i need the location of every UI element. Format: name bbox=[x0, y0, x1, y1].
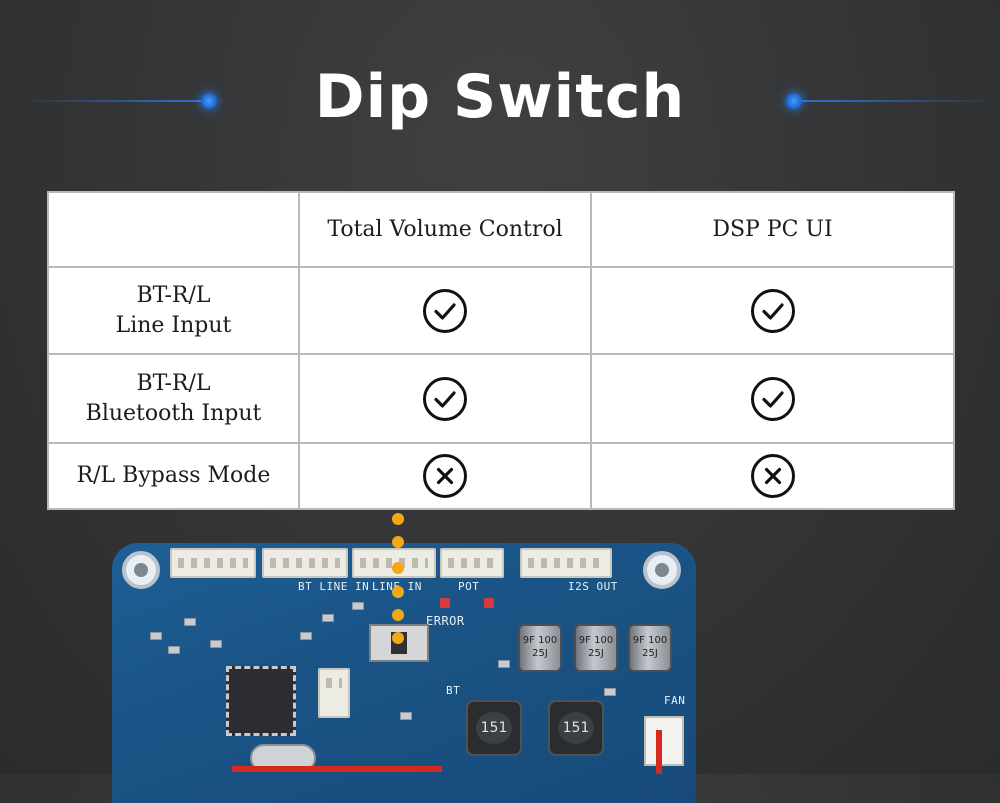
red-wire bbox=[232, 766, 442, 772]
inductor: 151 bbox=[466, 700, 522, 756]
dip-switch-table: Total Volume Control DSP PC UI BT-R/L Li… bbox=[47, 191, 955, 510]
row-label: BT-R/L Line Input bbox=[47, 266, 300, 355]
silk-pot: POT bbox=[458, 580, 480, 593]
smd-component bbox=[322, 614, 334, 622]
page-title: Dip Switch bbox=[314, 62, 686, 132]
check-icon bbox=[423, 288, 467, 333]
led-red bbox=[484, 598, 494, 608]
decorative-dot-right bbox=[786, 93, 802, 109]
table-header-dsp-pc-ui: DSP PC UI bbox=[590, 191, 955, 268]
table-row: BT-R/L Line Input bbox=[47, 266, 955, 355]
connector bbox=[318, 668, 350, 718]
capacitor: 9F 100 25J bbox=[628, 624, 672, 672]
silk-bt: BT bbox=[446, 684, 461, 697]
dsp-chip bbox=[226, 666, 296, 736]
table-cell bbox=[590, 266, 955, 355]
smd-component bbox=[352, 602, 364, 610]
pointer-dot bbox=[392, 586, 404, 598]
cross-icon bbox=[423, 454, 467, 498]
silk-fan: FAN bbox=[664, 694, 686, 707]
pointer-dot bbox=[392, 609, 404, 621]
smd-component bbox=[184, 618, 196, 626]
smd-component bbox=[604, 688, 616, 696]
smd-component bbox=[168, 646, 180, 654]
table-header-row: Total Volume Control DSP PC UI bbox=[47, 191, 955, 268]
table-header-empty bbox=[47, 191, 300, 268]
cross-icon bbox=[750, 454, 795, 498]
decorative-line-left bbox=[20, 100, 210, 102]
table-row: R/L Bypass Mode bbox=[47, 442, 955, 510]
pcb-board-image bbox=[112, 543, 696, 803]
connector bbox=[440, 548, 504, 578]
led-red bbox=[440, 598, 450, 608]
smd-component bbox=[498, 660, 510, 668]
smd-component bbox=[210, 640, 222, 648]
row-label: R/L Bypass Mode bbox=[47, 442, 300, 510]
fan-connector bbox=[644, 716, 684, 766]
capacitor: 9F 100 25J bbox=[574, 624, 618, 672]
table-cell bbox=[298, 266, 592, 355]
check-icon bbox=[423, 376, 467, 421]
table-cell bbox=[590, 442, 955, 510]
silk-bt-line-in: BT LINE IN bbox=[298, 580, 370, 593]
connector bbox=[520, 548, 612, 578]
check-icon bbox=[750, 376, 795, 421]
mounting-hole-right bbox=[643, 551, 681, 589]
pointer-dot bbox=[392, 513, 404, 525]
silk-error: ERROR bbox=[426, 614, 465, 628]
silk-i2s-out: I2S OUT bbox=[568, 580, 618, 593]
mounting-hole-left bbox=[122, 551, 160, 589]
pointer-dot bbox=[392, 536, 404, 548]
inductor-label: 151 bbox=[558, 712, 594, 744]
smd-component bbox=[300, 632, 312, 640]
row-label: BT-R/L Bluetooth Input bbox=[47, 353, 300, 444]
check-icon bbox=[750, 288, 795, 333]
table-header-total-volume-control: Total Volume Control bbox=[298, 191, 592, 268]
decorative-dot-left bbox=[201, 93, 217, 109]
connector bbox=[262, 548, 348, 578]
pointer-dot bbox=[392, 562, 404, 574]
pointer-dot bbox=[392, 632, 404, 644]
table-row: BT-R/L Bluetooth Input bbox=[47, 353, 955, 444]
inductor-label: 151 bbox=[476, 712, 512, 744]
inductor: 151 bbox=[548, 700, 604, 756]
table-cell bbox=[590, 353, 955, 444]
capacitor: 9F 100 25J bbox=[518, 624, 562, 672]
connector bbox=[170, 548, 256, 578]
smd-component bbox=[400, 712, 412, 720]
smd-component bbox=[150, 632, 162, 640]
decorative-line-right bbox=[793, 100, 1000, 102]
table-cell bbox=[298, 442, 592, 510]
red-wire bbox=[656, 730, 662, 774]
table-cell bbox=[298, 353, 592, 444]
